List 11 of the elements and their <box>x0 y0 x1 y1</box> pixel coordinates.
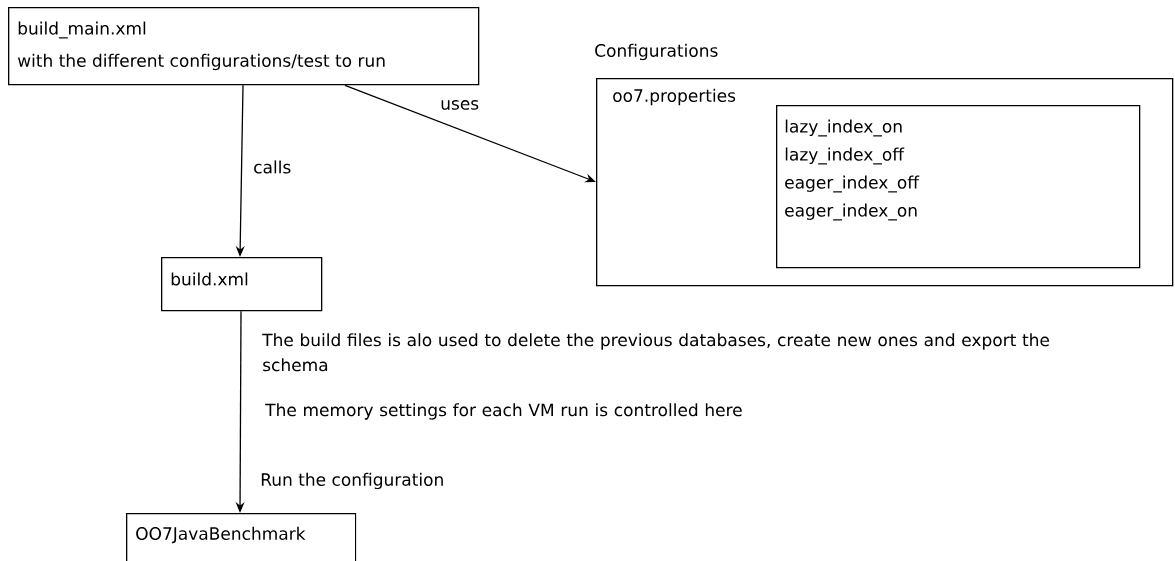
node-label: Configurations <box>595 43 718 61</box>
arrow <box>344 84 596 183</box>
box: OO7JavaBenchmark <box>126 513 357 561</box>
box: build.xml <box>161 257 323 312</box>
box: build_main.xml with the different configurations/test to run <box>8 7 480 86</box>
edge-label: calls <box>254 160 291 174</box>
note-text: The build files is alo used to delete the previous databases, create new ones and export the schema <box>262 333 1049 372</box>
note-text: The memory settings for each VM run is controlled here <box>265 403 742 420</box>
box: lazy_index_on lazy_index_off eager_index_off eager_index_on <box>776 105 1141 269</box>
edge-label: Run the configuration <box>261 472 443 490</box>
edge-label: uses <box>441 100 479 110</box>
